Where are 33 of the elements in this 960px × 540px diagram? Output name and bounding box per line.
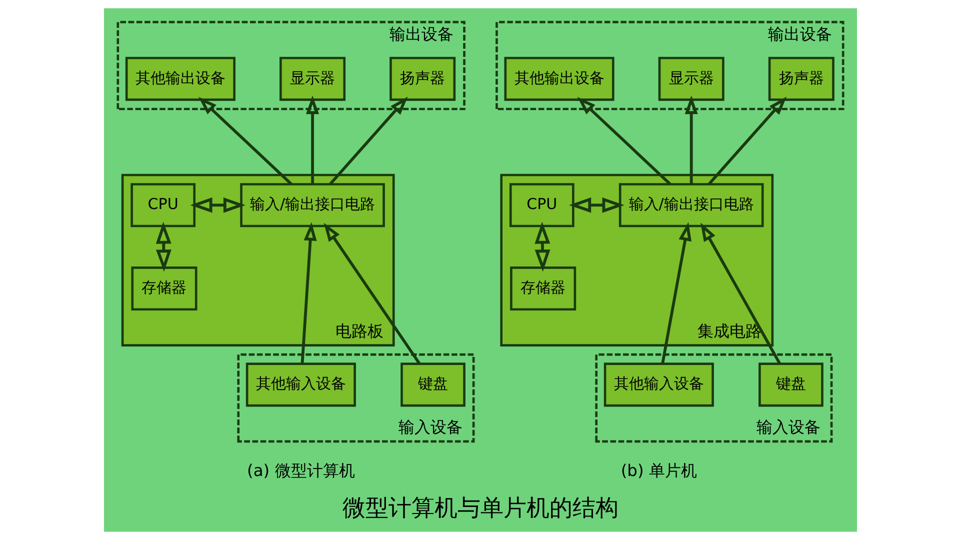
- node-box: 键盘: [400, 362, 465, 407]
- arrow: [660, 222, 691, 364]
- arrow: [300, 222, 316, 364]
- node-box: 其他输入设备: [603, 362, 714, 407]
- label: (b) 单片机: [620, 460, 696, 480]
- label: (a) 微型计算机: [246, 460, 354, 480]
- diagram-title: 微型计算机与单片机的结构: [342, 496, 618, 522]
- arrow: [328, 96, 408, 186]
- node-box: CPU: [508, 183, 574, 228]
- node-box: 存储器: [130, 266, 197, 311]
- node-box: 显示器: [279, 56, 346, 101]
- arrow: [700, 222, 780, 364]
- arrow: [707, 96, 786, 186]
- node-box: 输入/输出接口电路: [618, 183, 764, 228]
- node-box: 键盘: [758, 362, 823, 407]
- arrow: [576, 96, 671, 186]
- node-box: 存储器: [510, 266, 576, 311]
- node-box: CPU: [130, 183, 196, 228]
- arrow: [684, 96, 698, 184]
- node-box: 显示器: [658, 56, 724, 101]
- arrow: [155, 222, 171, 272]
- arrow: [198, 96, 292, 186]
- arrow: [306, 96, 319, 184]
- node-box: 扬声器: [768, 56, 834, 101]
- node-box: 其他输入设备: [245, 362, 356, 407]
- node-box: 输入/输出接口电路: [240, 183, 384, 228]
- node-box: 其他输出设备: [504, 56, 614, 101]
- arrow: [190, 197, 245, 213]
- arrow: [568, 197, 624, 213]
- arrow: [323, 222, 420, 364]
- arrow: [534, 222, 550, 272]
- node-box: 其他输出设备: [124, 56, 235, 101]
- node-box: 扬声器: [389, 56, 456, 101]
